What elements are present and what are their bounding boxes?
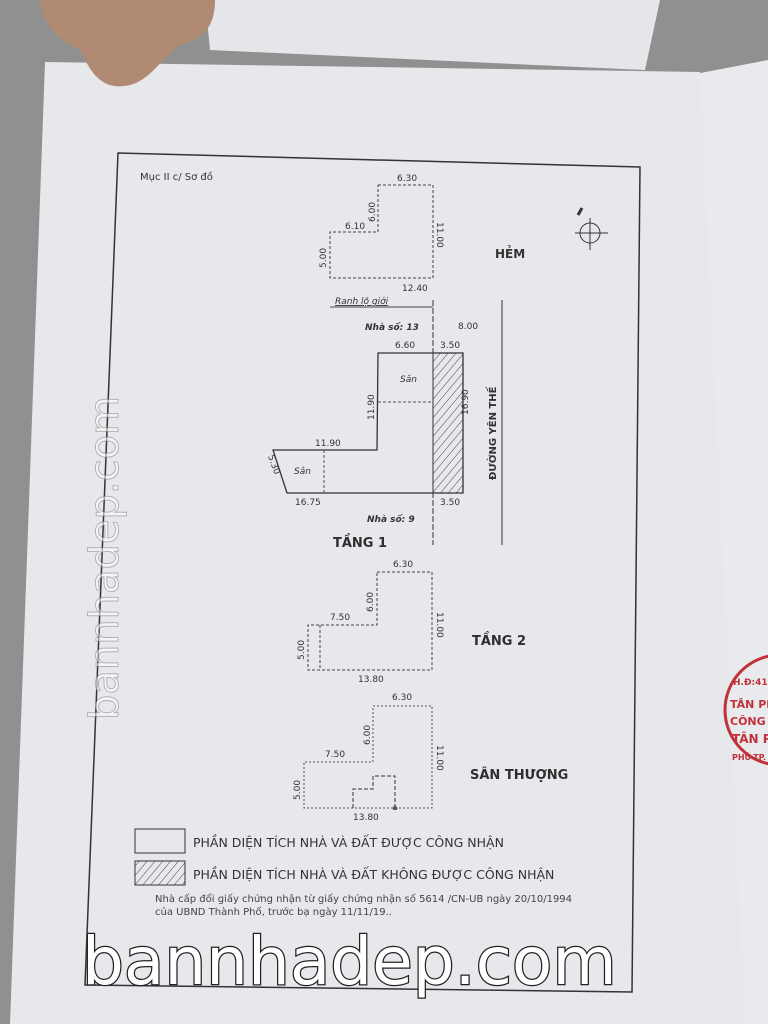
dim: 12.40 (402, 284, 428, 294)
svg-text:H.Đ:410: H.Đ:410 (733, 678, 768, 688)
dim: 6.00 (368, 202, 378, 222)
main-paper (10, 62, 745, 1024)
alley-label: HẺM (495, 245, 525, 261)
dim: 8.00 (458, 322, 478, 332)
dim: 6.30 (392, 693, 412, 703)
section-heading: Mục II c/ Sơ đồ (140, 171, 213, 183)
dim: 11.00 (434, 222, 444, 248)
dim: 13.80 (358, 675, 384, 685)
neighbor-north: Nhà số: 13 (365, 322, 419, 333)
street-name: ĐƯỜNG YÊN THẾ (484, 386, 499, 480)
yard-label: Sân (294, 467, 311, 477)
dim: 5.00 (297, 640, 307, 660)
dim: 7.50 (330, 613, 350, 623)
legend-swatch-unrecognized (134, 860, 186, 886)
dim: 11.90 (367, 394, 377, 420)
dim: 6.00 (363, 725, 373, 745)
dim: 3.50 (440, 498, 460, 508)
dim: 5.00 (319, 248, 329, 268)
svg-text:TÂN P: TÂN P (732, 731, 768, 746)
dim: 6.00 (366, 592, 376, 612)
north-arrow-icon (575, 207, 608, 250)
watermark-center: bannhadep.com (82, 396, 128, 720)
dim: 6.30 (397, 174, 417, 184)
rooftop-title: SÂN THƯỢNG (470, 767, 568, 783)
svg-text:TÂN PHÚ: TÂN PHÚ (730, 698, 768, 711)
svg-text:CÔNG CH: CÔNG CH (730, 715, 768, 728)
dim: 11.00 (434, 745, 444, 771)
legend-unrecognized: PHẦN DIỆN TÍCH NHÀ VÀ ĐẤT KHÔNG ĐƯỢC CÔN… (193, 866, 554, 882)
legend-swatch-recognized (134, 828, 186, 854)
dim: 6.30 (393, 560, 413, 570)
neighbor-south: Nhà số: 9 (367, 514, 415, 525)
dim: 11.00 (434, 612, 444, 638)
certificate-note-2: của UBND Thành Phố, trước bạ ngày 11/11/… (155, 906, 392, 918)
red-stamp: H.Đ:410 TÂN PHÚ CÔNG CH TÂN P PHÚ-TP. (723, 654, 768, 766)
floor2-title: TẦNG 2 (472, 631, 526, 649)
dim: 6.60 (395, 341, 415, 351)
dim: 16.90 (461, 389, 471, 415)
dim: 3.50 (440, 341, 460, 351)
floor1-plan (272, 352, 464, 494)
watermark-bottom: bannhadep.com (82, 923, 617, 1000)
drawing-frame (84, 152, 641, 993)
dim: 16.75 (295, 498, 321, 508)
lot-plan (329, 184, 434, 279)
rooftop-plan (303, 705, 433, 811)
floor1-title: TẦNG 1 (333, 533, 387, 551)
svg-text:PHÚ-TP.: PHÚ-TP. (732, 751, 766, 762)
dim: 7.50 (325, 750, 345, 760)
yard-label: Sân (400, 375, 417, 385)
legend-recognized: PHẦN DIỆN TÍCH NHÀ VÀ ĐẤT ĐƯỢC CÔNG NHẬN (193, 834, 504, 850)
certificate-note: Nhà cấp đổi giấy chứng nhận từ giấy chứn… (155, 892, 572, 905)
dim: 11.90 (315, 439, 341, 449)
boundary-label: Ranh lộ giới (335, 296, 389, 307)
unrecognized-area (432, 352, 464, 494)
dim: 6.10 (345, 222, 365, 232)
hand (40, 0, 215, 87)
floor2-plan (307, 571, 433, 671)
dim: 13.80 (353, 813, 379, 823)
top-paper (205, 0, 660, 70)
dim: 5.00 (293, 780, 303, 800)
